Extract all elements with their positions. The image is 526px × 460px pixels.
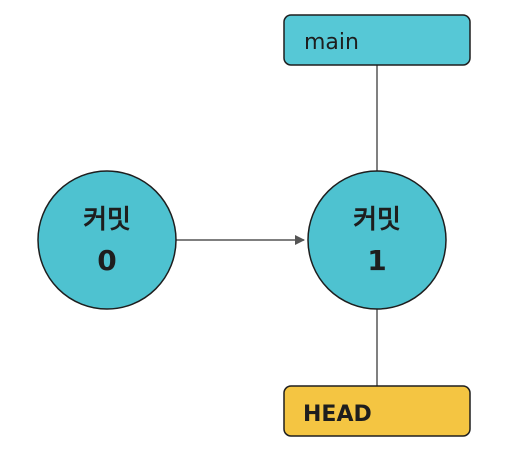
branch-ref-box xyxy=(283,14,471,66)
head-ref-box xyxy=(283,385,471,437)
branch-ref-main[interactable]: main xyxy=(283,14,471,66)
branch-ref-label: main xyxy=(304,30,359,55)
commit-node-1[interactable]: 커밋 1 xyxy=(307,170,447,310)
head-ref-label: HEAD xyxy=(303,402,372,427)
commit-circle xyxy=(37,170,177,310)
commit-number: 0 xyxy=(97,244,116,277)
head-ref[interactable]: HEAD xyxy=(283,385,471,437)
commit-number: 1 xyxy=(367,244,386,277)
commit-title: 커밋 xyxy=(353,205,401,235)
commit-node-0[interactable]: 커밋 0 xyxy=(37,170,177,310)
commit-circle xyxy=(307,170,447,310)
commit-title: 커밋 xyxy=(83,205,131,235)
